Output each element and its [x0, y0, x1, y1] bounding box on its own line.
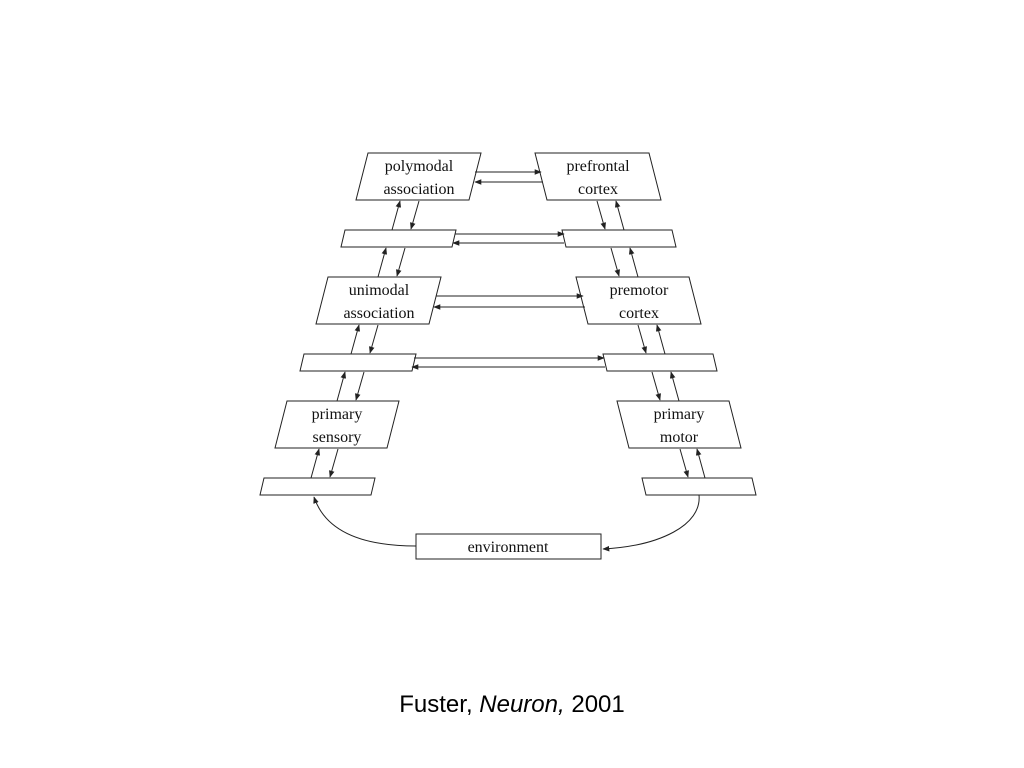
relay-bar-left-middle [299, 353, 417, 372]
node-environment: environment [415, 533, 602, 560]
citation-year: 2001 [571, 691, 625, 718]
node-primary-motor: primary motor [616, 400, 742, 449]
citation-author: Fuster, [399, 691, 473, 718]
arrow-up-right-bar2-to-premotor [655, 324, 666, 355]
node-premotor-cortex: premotor cortex [575, 276, 702, 325]
relay-bar-right-middle [602, 353, 718, 372]
relay-bar-left-upper [340, 229, 457, 248]
arrow-up-unimodal-to-left-bar1 [377, 247, 388, 278]
arrow-up-left-bar3-to-sensory [310, 448, 321, 479]
arrow-down-polymodal-to-left-bar1 [410, 200, 420, 230]
node-prefrontal-cortex: prefrontal cortex [534, 152, 662, 201]
node-unimodal-label-line2: association [343, 305, 414, 322]
arrow-right-bar3-to-environment [602, 494, 700, 552]
arrow-down-sensory-to-left-bar3 [329, 448, 339, 478]
node-primary-sensory-label-line2: sensory [313, 429, 362, 446]
node-prefrontal-label-line2: cortex [578, 181, 618, 198]
node-primary-sensory-label-line1: primary [312, 406, 363, 423]
node-unimodal-association: unimodal association [315, 276, 442, 325]
relay-bar-left-lower [259, 477, 376, 496]
arrow-down-right-bar1-to-premotor [610, 247, 620, 277]
node-environment-label: environment [468, 539, 549, 556]
arrow-down-prefrontal-to-right-bar1 [596, 200, 606, 230]
arrow-up-left-bar1-to-polymodal [391, 200, 402, 231]
arrow-down-left-bar2-to-sensory [355, 371, 365, 401]
arrow-down-motor-to-right-bar3 [679, 448, 689, 478]
arrow-up-right-bar1-to-prefrontal [614, 200, 625, 231]
arrow-up-motor-to-right-bar2 [669, 371, 680, 402]
relay-bar-right-upper [561, 229, 677, 248]
node-unimodal-label-line1: unimodal [349, 282, 410, 299]
node-premotor-label-line2: cortex [619, 305, 659, 322]
node-polymodal-association: polymodal association [355, 152, 482, 201]
arrow-down-unimodal-to-left-bar2 [369, 324, 379, 354]
node-primary-sensory: primary sensory [274, 400, 400, 449]
arrow-down-premotor-to-right-bar2 [637, 324, 647, 354]
citation-journal: Neuron, [479, 691, 565, 718]
node-premotor-label-line1: premotor [610, 282, 669, 299]
arrow-down-left-bar1-to-unimodal [396, 247, 406, 277]
relay-bar-right-lower [641, 477, 757, 496]
citation: Fuster, Neuron, 2001 [0, 689, 1024, 721]
arrow-up-premotor-to-right-bar1 [628, 247, 639, 278]
node-prefrontal-label-line1: prefrontal [566, 158, 630, 175]
arrow-environment-to-left-bar3 [313, 496, 417, 547]
node-polymodal-label-line1: polymodal [385, 158, 454, 175]
node-polymodal-label-line2: association [383, 181, 454, 198]
arrow-up-left-bar2-to-unimodal [350, 324, 361, 355]
node-primary-motor-label-line1: primary [654, 406, 705, 423]
arrow-up-right-bar3-to-motor [695, 448, 706, 479]
node-primary-motor-label-line2: motor [660, 429, 699, 446]
arrow-down-right-bar2-to-motor [651, 371, 661, 401]
arrow-up-sensory-to-left-bar2 [336, 371, 347, 402]
